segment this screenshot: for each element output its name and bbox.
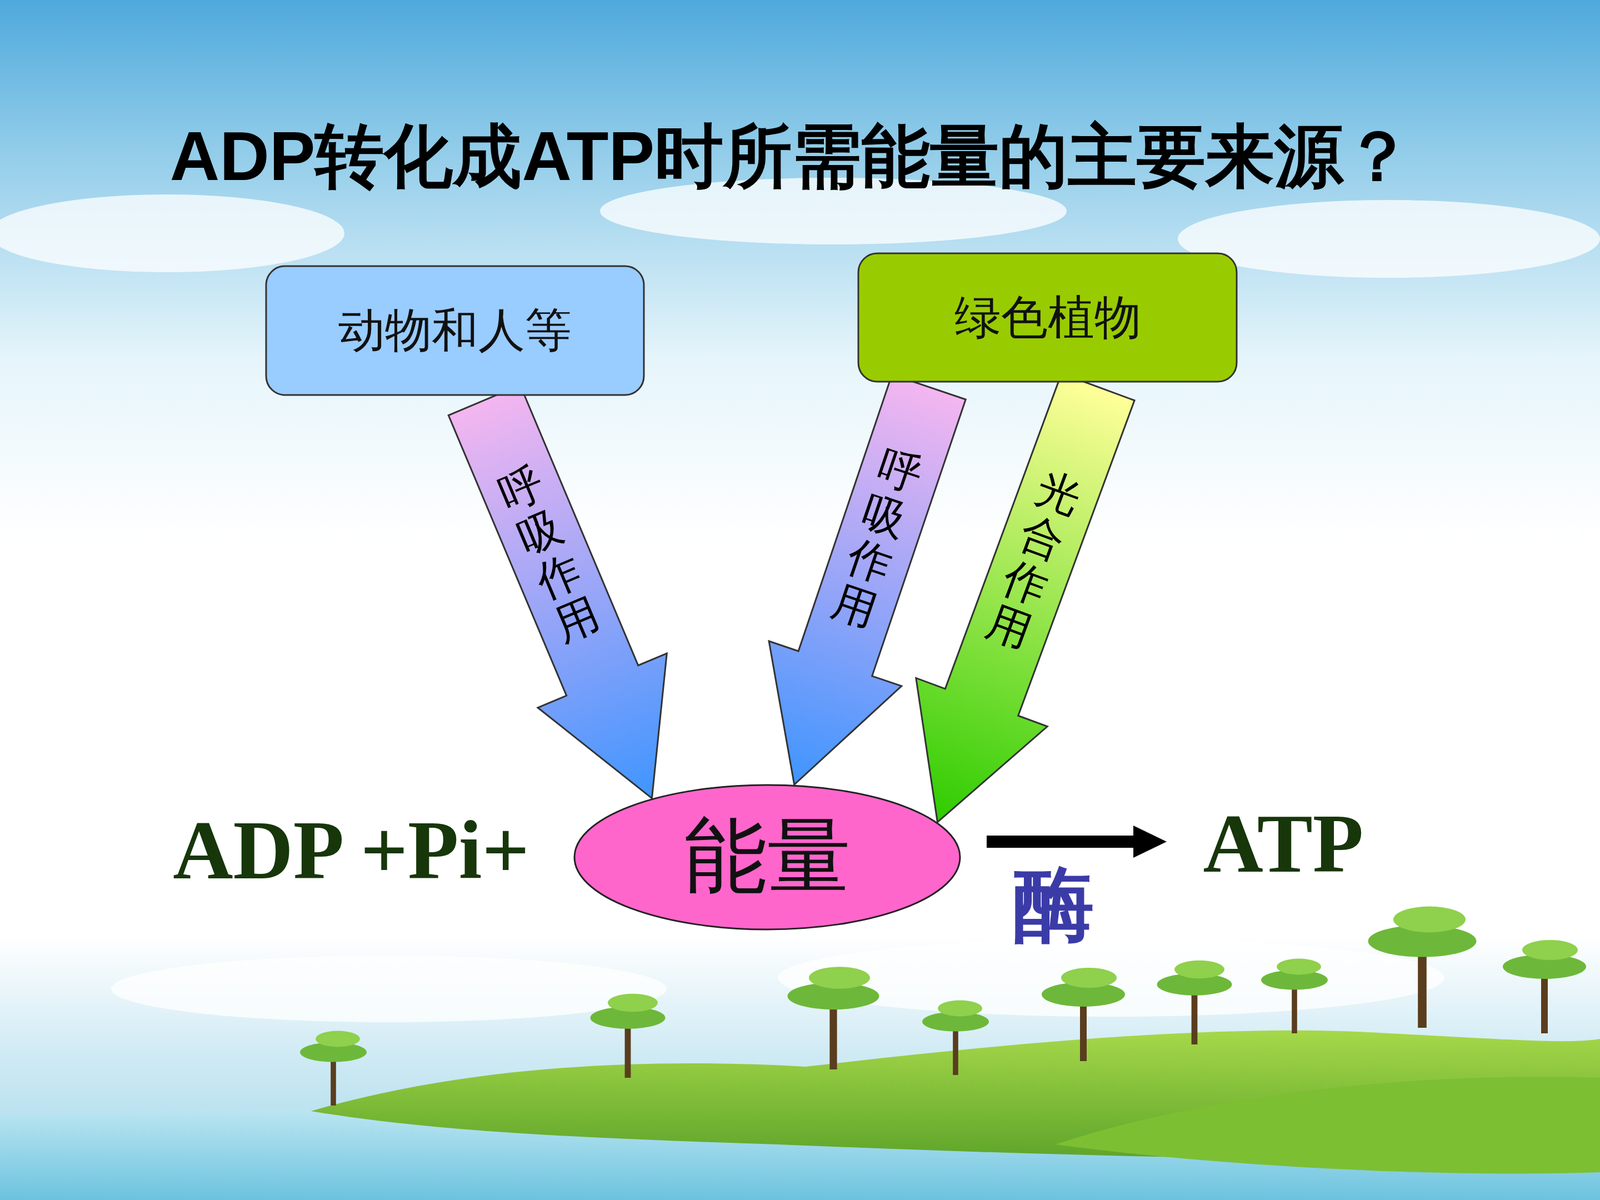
node-label: 能量 <box>683 801 851 914</box>
organism-box: 绿色植物 <box>857 252 1238 383</box>
tree-canopy <box>607 993 658 1012</box>
tree-canopy <box>808 966 870 989</box>
near-hill <box>1055 1076 1600 1174</box>
tree-trunk <box>1191 989 1198 1045</box>
trees <box>300 906 1587 1106</box>
block-arrow <box>448 385 667 799</box>
tree-canopy <box>1276 958 1322 975</box>
reaction-arrow-shaft <box>986 835 1137 848</box>
tree-canopy <box>1174 960 1225 979</box>
box-fill <box>266 266 644 395</box>
tree-trunk <box>952 1026 959 1075</box>
block-arrow <box>916 373 1135 823</box>
slide-title: ADP转化成ATP时所需能量的主要来源？ <box>170 111 1413 204</box>
reaction-arrow-head <box>1133 825 1167 858</box>
tree-trunk <box>829 1002 837 1070</box>
tree-canopy <box>1061 967 1117 988</box>
tree-trunk <box>1080 1000 1087 1062</box>
box-fill <box>858 253 1237 382</box>
reaction-arrow <box>986 825 1167 858</box>
tree-canopy <box>1522 940 1578 960</box>
tree-canopy <box>315 1031 360 1048</box>
enzyme-label: 酶 <box>1013 851 1094 960</box>
clouds <box>0 177 1600 1023</box>
tree-trunk <box>625 1022 632 1078</box>
tree-canopy <box>1393 906 1466 933</box>
product-formula: ATP <box>1203 795 1364 892</box>
organism-box: 动物和人等 <box>265 265 645 397</box>
tree-trunk <box>1417 948 1427 1028</box>
node-label: 动物和人等 <box>338 298 572 363</box>
reactant-formula: ADP +Pi+ <box>172 802 530 898</box>
node-label: 绿色植物 <box>954 286 1142 350</box>
tree-canopy <box>937 1000 983 1017</box>
ellipse-fill <box>574 785 960 930</box>
tree-trunk <box>1541 972 1548 1034</box>
tree-trunk <box>330 1056 337 1106</box>
tree-trunk <box>1291 984 1298 1034</box>
energy-ellipse: 能量 <box>573 783 962 931</box>
